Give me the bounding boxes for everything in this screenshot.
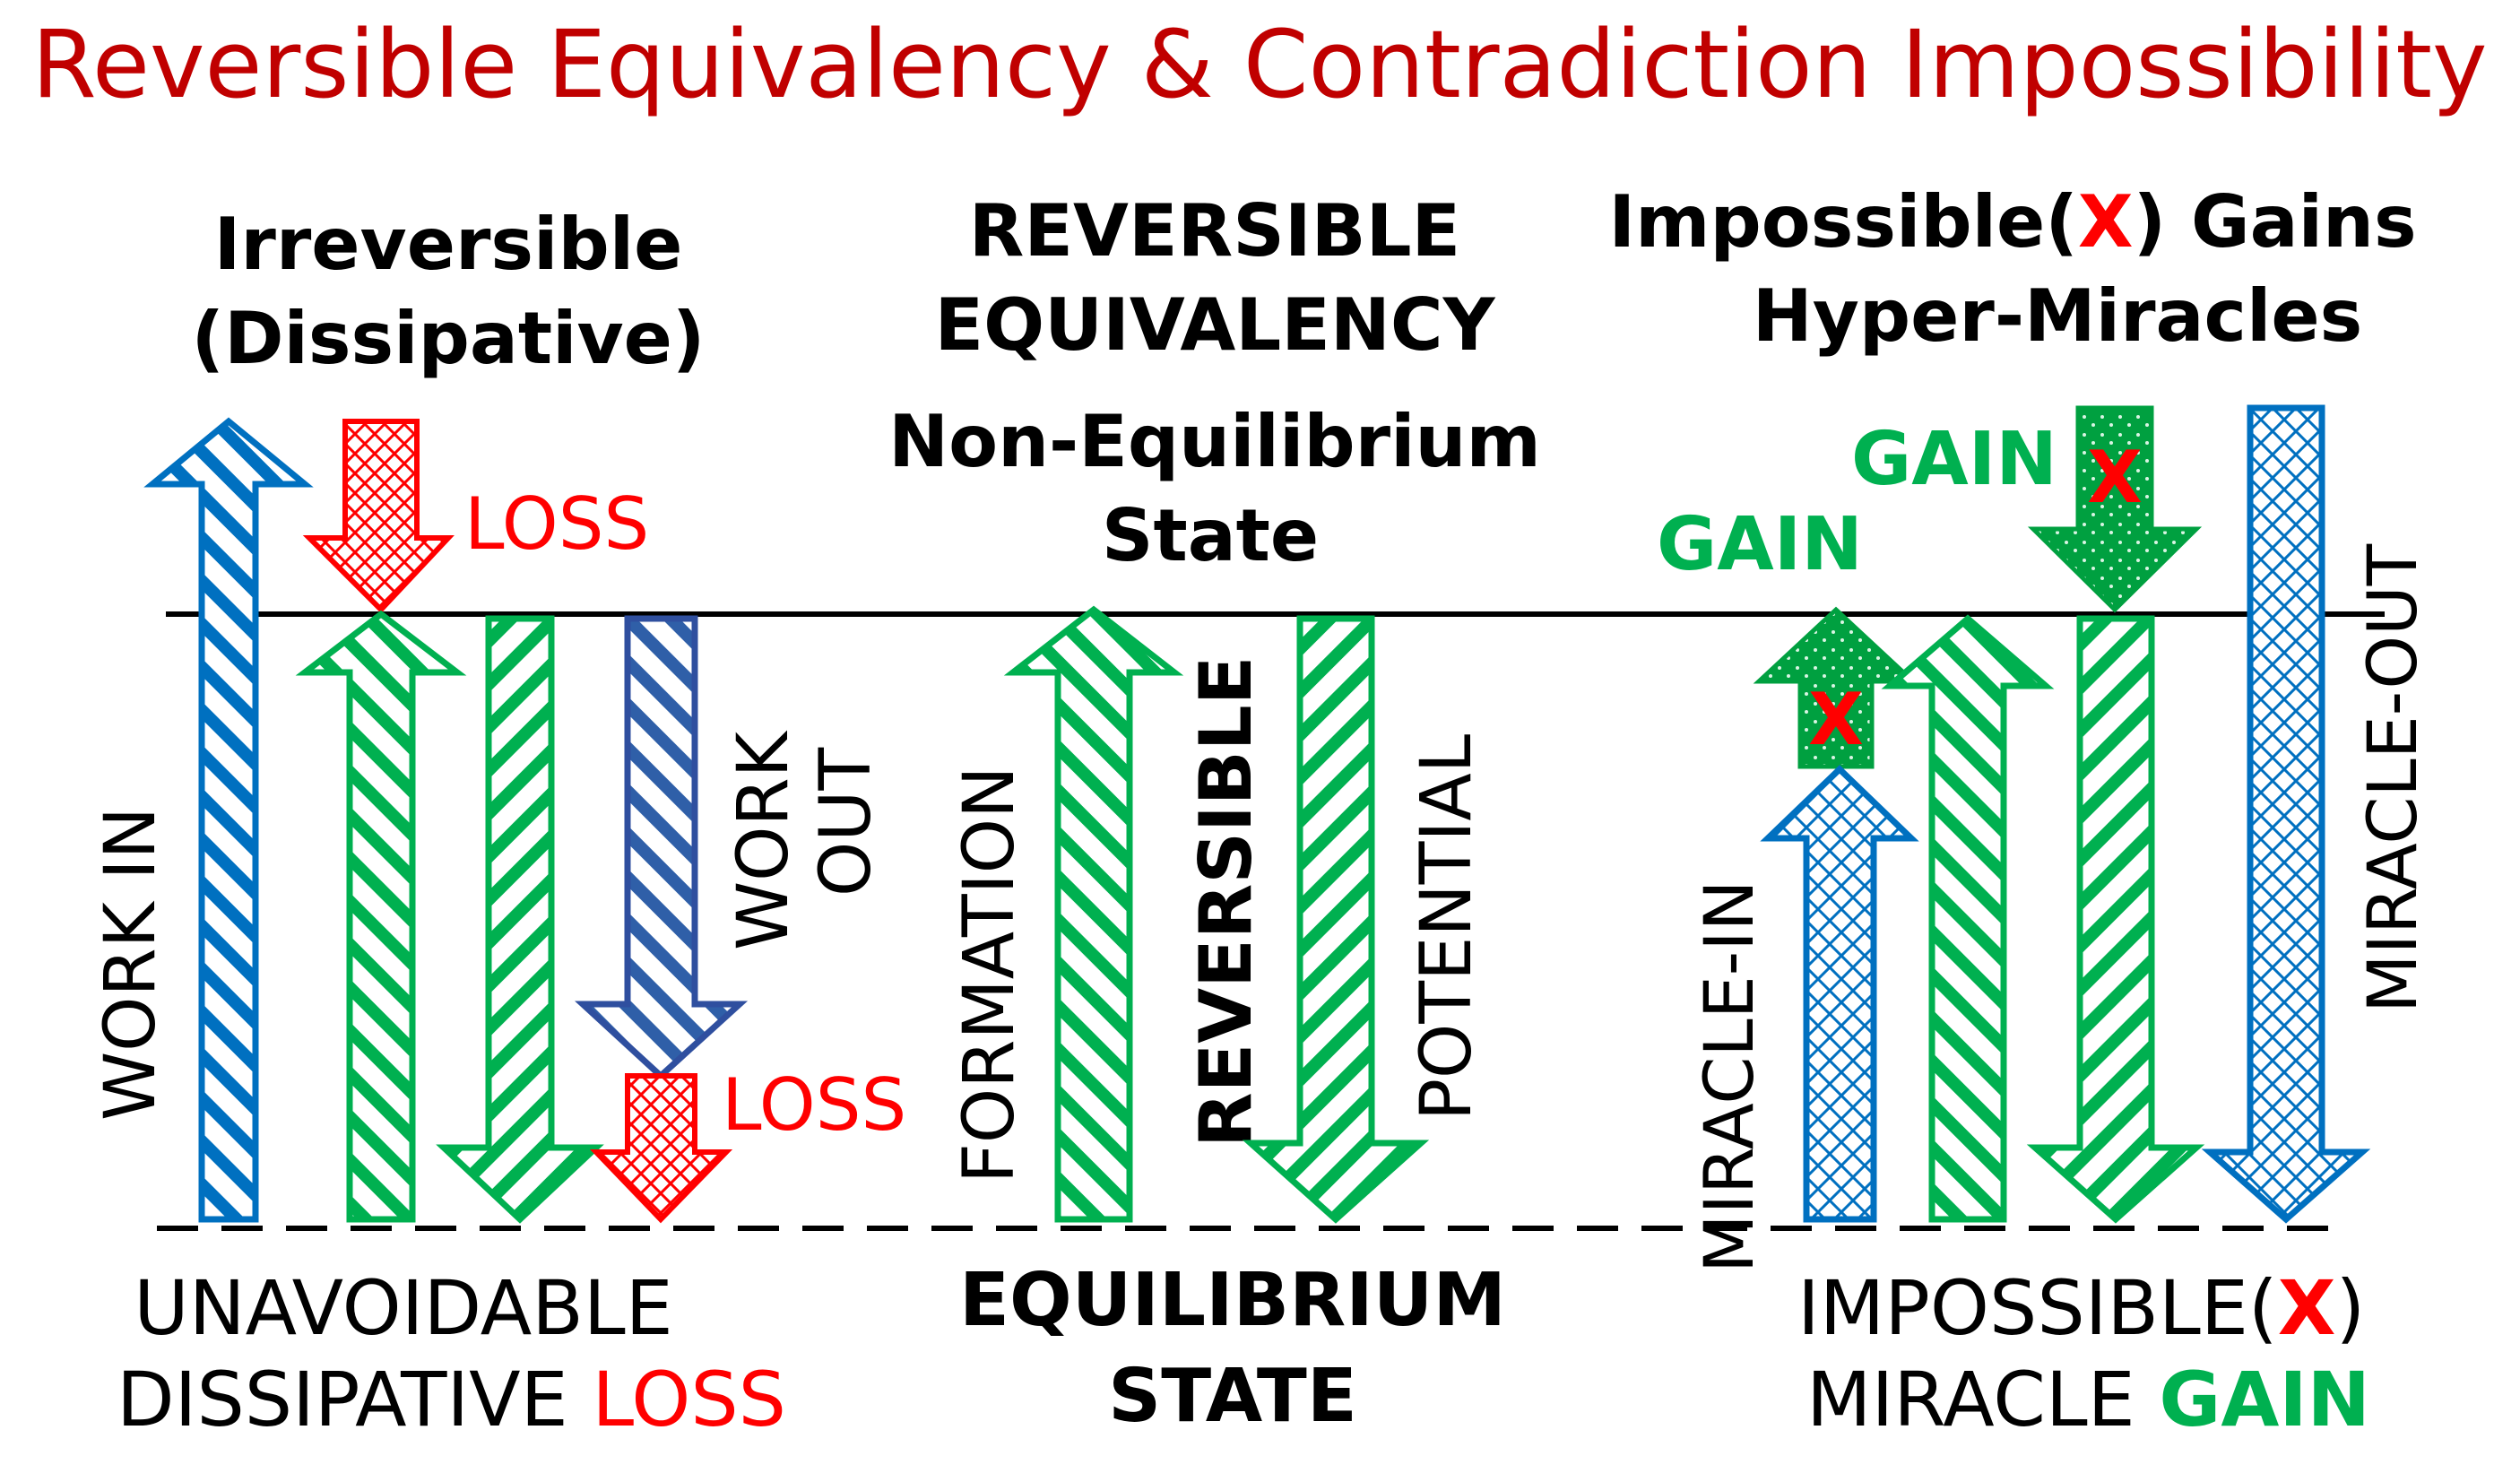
work-out-label-1: WORK xyxy=(723,730,804,950)
work-out-arrow xyxy=(575,615,749,1080)
formation-arrow xyxy=(1003,605,1184,1223)
gain-up-x: X xyxy=(1808,678,1864,761)
dissipative-word: DISSIPATIVE xyxy=(117,1356,592,1443)
impossible-x-mark: X xyxy=(2078,180,2134,264)
green-up-arrow-right xyxy=(1881,614,2055,1223)
green-down-arrow-right xyxy=(2026,615,2205,1224)
diagram-title: Reversible Equivalency & Contradiction I… xyxy=(31,10,2487,119)
miracle-out-arrow xyxy=(2201,404,2371,1224)
gain-down-x: X xyxy=(2087,436,2143,519)
potential-arrow xyxy=(1242,615,1430,1224)
miracle-footer-gain: GAIN xyxy=(2159,1356,2370,1443)
impossible-gains-heading: Impossible(X) Gains xyxy=(1608,180,2416,264)
miracle-in-arrow xyxy=(1760,765,1919,1223)
gain-top-label: GAIN xyxy=(1851,417,2057,502)
dissipative-heading: (Dissipative) xyxy=(192,297,706,380)
miracle-in-label: MIRACLE-IN xyxy=(1689,880,1769,1273)
hyper-miracles-heading: Hyper-Miracles xyxy=(1753,274,2362,358)
impossible-footer-word: IMPOSSIBLE( xyxy=(1797,1264,2278,1352)
impossible-footer-x: X xyxy=(2278,1264,2336,1352)
loss-top-label: LOSS xyxy=(464,482,649,566)
work-in-label: WORK IN xyxy=(91,807,171,1121)
gain-left-label: GAIN xyxy=(1657,502,1863,587)
formation-label: FORMATION xyxy=(949,767,1030,1183)
miracle-footer-word: MIRACLE xyxy=(1806,1356,2159,1443)
loss-bottom-arrow xyxy=(589,1073,733,1224)
impossible-miracle-label: IMPOSSIBLE(X) xyxy=(1797,1264,2365,1352)
impossible-word: Impossible( xyxy=(1608,180,2078,264)
gain-up-arrow xyxy=(1753,606,1919,769)
impossible-footer-close: ) xyxy=(2335,1264,2365,1352)
loss-top-arrow xyxy=(302,419,455,614)
non-equilibrium-label: Non-Equilibrium xyxy=(888,400,1541,483)
reversible-label: REVERSIBLE xyxy=(1184,656,1268,1148)
miracle-gain-label: MIRACLE GAIN xyxy=(1806,1356,2370,1443)
green-up-arrow-left xyxy=(295,610,467,1223)
unavoidable-label: UNAVOIDABLE xyxy=(134,1264,672,1352)
work-in-arrow xyxy=(143,417,314,1223)
irreversible-heading: Irreversible xyxy=(214,203,683,286)
equilibrium-label: EQUILIBRIUM xyxy=(959,1258,1506,1343)
miracle-out-label: MIRACLE-OUT xyxy=(2352,543,2432,1013)
dissipative-loss-word: LOSS xyxy=(592,1356,786,1443)
green-down-arrow-left xyxy=(436,615,604,1224)
potential-label: POTENTIAL xyxy=(1407,733,1487,1121)
dissipative-loss-label: DISSIPATIVE LOSS xyxy=(117,1356,786,1443)
equilibrium-state-label: STATE xyxy=(1108,1354,1357,1439)
reversible-heading: REVERSIBLE xyxy=(969,189,1460,273)
work-out-label-2: OUT xyxy=(806,748,887,897)
equivalency-heading: EQUIVALENCY xyxy=(935,283,1496,367)
gain-down-arrow xyxy=(2027,405,2203,613)
loss-bottom-label: LOSS xyxy=(722,1063,906,1147)
gains-word: ) Gains xyxy=(2134,180,2417,264)
state-label: State xyxy=(1102,494,1319,577)
